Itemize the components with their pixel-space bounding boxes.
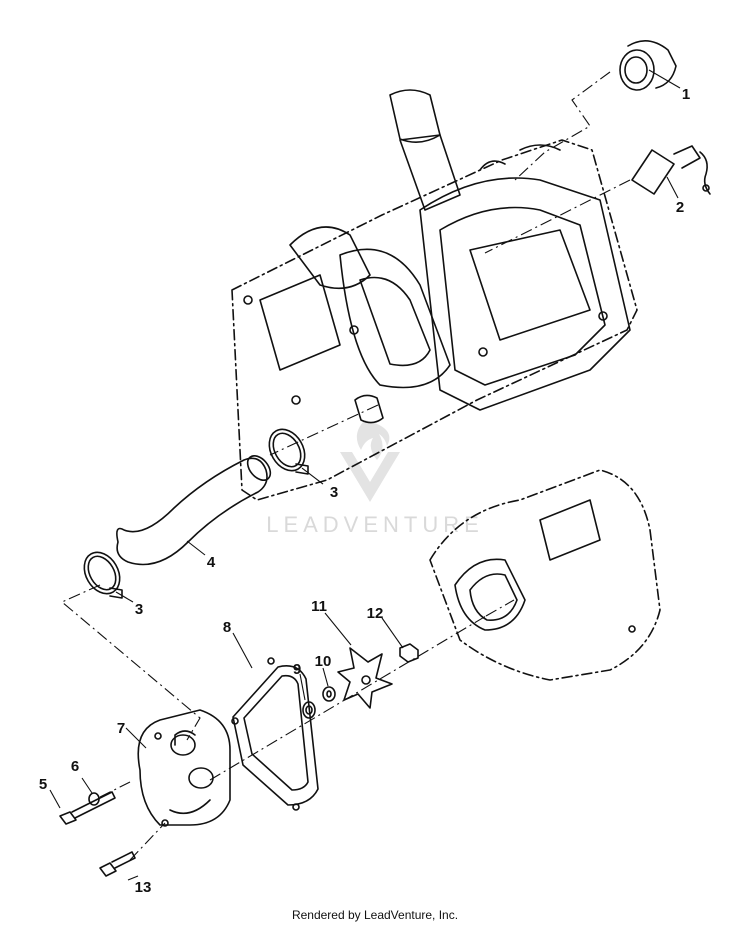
part-3-clamp-upper-drawing <box>268 428 309 475</box>
callout-3-lower: 3 <box>135 601 143 618</box>
callout-1: 1 <box>682 86 690 103</box>
part-2-sensor-drawing <box>631 145 711 195</box>
callout-8: 8 <box>223 619 231 636</box>
callout-10: 10 <box>315 653 332 670</box>
callout-6: 6 <box>71 758 79 775</box>
callout-3-upper: 3 <box>330 484 338 501</box>
callout-4: 4 <box>207 554 216 571</box>
callout-5: 5 <box>39 776 47 793</box>
footer-credit: Rendered by LeadVenture, Inc. <box>291 908 459 922</box>
part-13-bolt-drawing <box>99 851 136 877</box>
cylinder-head-drawing <box>231 89 638 501</box>
callout-13: 13 <box>135 879 152 896</box>
callout-2: 2 <box>676 199 684 216</box>
part-4-hose-drawing <box>116 455 272 566</box>
callout-11: 11 <box>311 598 327 615</box>
part-1-thermostat-drawing <box>619 40 677 91</box>
part-11-impeller-drawing <box>337 647 393 709</box>
center-lines <box>60 71 631 861</box>
watermark: LEADVENTURE <box>266 420 484 537</box>
watermark-logo-icon <box>340 420 400 502</box>
part-10-washer-drawing <box>322 686 336 702</box>
watermark-text: LEADVENTURE <box>266 512 484 537</box>
callout-labels: 1 2 3 3 4 5 6 7 8 9 10 11 12 13 <box>39 86 690 896</box>
part-12-nut-drawing <box>399 643 419 663</box>
part-6-washer-drawing <box>88 792 100 806</box>
part-3-clamp-lower-drawing <box>83 551 123 599</box>
part-7-pump-cover-drawing <box>137 709 231 827</box>
crankcase-drawing <box>429 469 661 681</box>
callout-9: 9 <box>293 661 301 678</box>
leader-lines <box>49 69 681 881</box>
part-8-gasket-drawing <box>231 657 319 811</box>
part-9-seal-drawing <box>302 701 316 719</box>
part-5-bolt-drawing <box>59 791 116 825</box>
callout-12: 12 <box>367 605 384 622</box>
callout-7: 7 <box>117 720 125 737</box>
